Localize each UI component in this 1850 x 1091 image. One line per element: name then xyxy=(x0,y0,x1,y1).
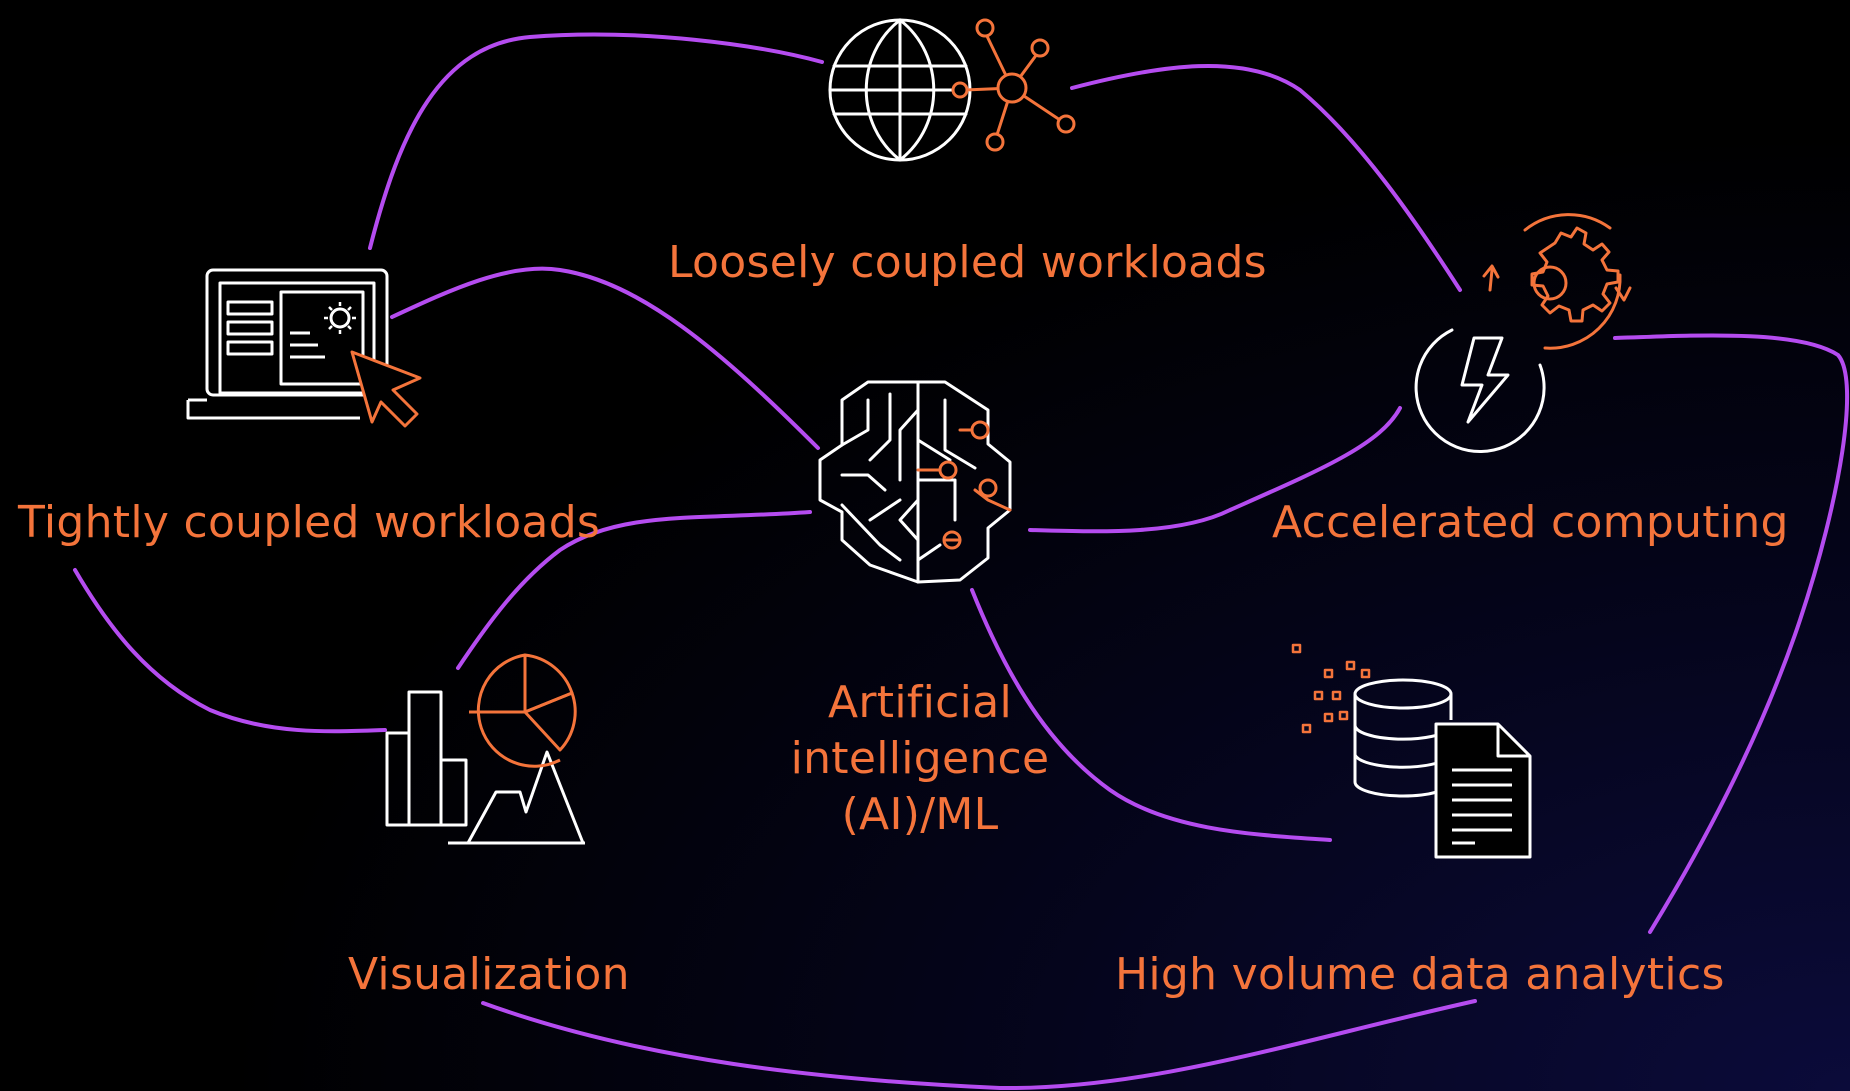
high-volume-data-analytics-label: High volume data analytics xyxy=(1115,949,1725,1000)
connector-visualization-to-analytics xyxy=(481,999,1477,1091)
loosely-coupled-label: Loosely coupled workloads xyxy=(668,237,1267,288)
lightning-gear-icon xyxy=(1414,213,1632,453)
connector-tightly-to-ai xyxy=(390,266,820,450)
accelerated-computing-label: Accelerated computing xyxy=(1272,497,1789,548)
globe-network-icon xyxy=(828,18,1076,162)
connector-ai-to-analytics xyxy=(970,588,1332,842)
visualization-label: Visualization xyxy=(348,949,630,1000)
connector-ai-to-accelerated xyxy=(1028,406,1402,534)
ai-ml-label-line3: (AI)/ML xyxy=(841,789,999,840)
connector-accelerated-to-analytics xyxy=(1613,333,1850,934)
ai-ml-label-line2: intelligence xyxy=(790,733,1050,784)
ai-ml-label-line1: Artificial xyxy=(828,677,1012,728)
tightly-coupled-label: Tightly coupled workloads xyxy=(18,497,601,548)
connector-tightly-to-visualization xyxy=(73,568,387,734)
connector-ai-to-visualization xyxy=(456,510,812,670)
laptop-cursor-icon xyxy=(186,268,422,428)
charts-icon xyxy=(385,653,585,845)
connector-loosely-to-accelerated xyxy=(1070,63,1462,292)
connector-tightly-to-loosely xyxy=(368,32,824,250)
ai-ml-label: Artificial intelligence (AI)/ML xyxy=(770,675,1070,843)
brain-circuit-icon xyxy=(818,380,1012,584)
database-document-icon xyxy=(1291,643,1532,859)
